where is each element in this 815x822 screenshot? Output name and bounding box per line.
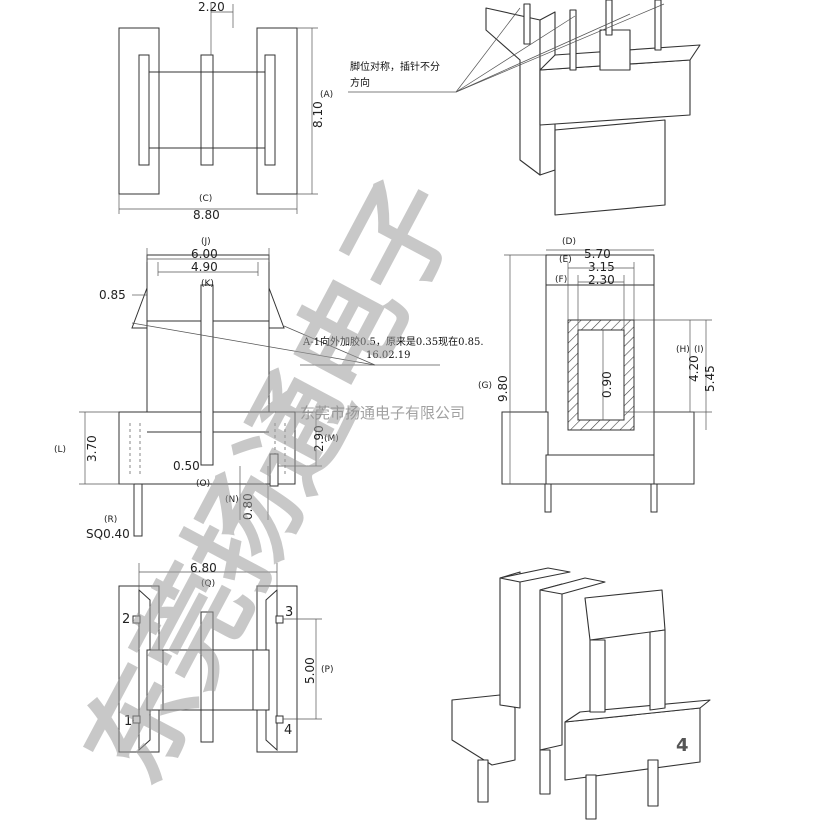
front-view: (J) 6.00 4.90 (K) 0.85 (L) 3.70 2.90 (M)… xyxy=(54,237,484,541)
page-number: 4 xyxy=(676,735,689,756)
dim-center-value: 0.90 xyxy=(600,371,614,398)
dim-Q-label: (Q) xyxy=(201,579,215,589)
change-note-line1: A-1向外加胶0.5，原来是0.35现在0.85. xyxy=(302,335,484,348)
dim-R-label: (R) xyxy=(104,515,117,525)
dim-H-value: 4.20 xyxy=(687,355,701,382)
dim-L-value: 3.70 xyxy=(85,435,99,462)
iso-view-bottom: 4 xyxy=(451,567,711,820)
dim-O-value: 0.50 xyxy=(173,459,200,473)
dim-O-label: (O) xyxy=(196,479,210,489)
dim-left-wing: 0.85 xyxy=(99,288,126,302)
bottom-view: 2 3 1 4 6.80 (Q) 5.00 (P) xyxy=(118,561,333,753)
pin-4-label: 4 xyxy=(284,723,292,738)
dim-G-label: (G) xyxy=(478,381,492,391)
dim-M-value: 2.90 xyxy=(312,425,326,452)
dim-I-label: (I) xyxy=(694,345,704,355)
pin-3-label: 3 xyxy=(285,605,293,620)
watermark-small: 东莞市扬通电子有限公司 xyxy=(300,404,465,422)
dim-P-label: (P) xyxy=(321,665,333,675)
dim-K-label: (K) xyxy=(201,279,214,289)
dim-J-label: (J) xyxy=(201,237,211,247)
dim-A-value: 8.10 xyxy=(311,101,325,128)
iso-view-top: 脚位对称，插针不分 方向 xyxy=(348,0,701,216)
dim-J-value: 6.00 xyxy=(191,247,218,261)
dim-H-label: (H) xyxy=(676,345,690,355)
dim-I-value: 5.45 xyxy=(703,365,717,392)
pin-2-label: 2 xyxy=(122,612,130,627)
symmetry-note-line2: 方向 xyxy=(350,76,370,89)
dim-P-value: 5.00 xyxy=(303,657,317,684)
dim-E-label: (E) xyxy=(559,255,572,265)
dim-F-label: (F) xyxy=(555,275,567,285)
dim-K-value: 4.90 xyxy=(191,260,218,274)
pin-1-label: 1 xyxy=(124,714,132,729)
dim-M-label: (M) xyxy=(324,434,339,444)
dim-Q-value: 6.80 xyxy=(190,561,217,575)
dim-top-width: 2.20 xyxy=(198,0,225,14)
dim-N-label: (N) xyxy=(225,495,239,505)
dim-N-value: 0.80 xyxy=(241,493,255,520)
top-view: 2.20 (A) 8.10 (C) 8.80 xyxy=(118,0,333,222)
dim-G-value: 9.80 xyxy=(496,375,510,402)
dim-C-label: (C) xyxy=(199,194,212,204)
symmetry-note-line1: 脚位对称，插针不分 xyxy=(350,60,440,73)
dim-L-label: (L) xyxy=(54,445,66,455)
dim-D-value: 5.70 xyxy=(584,247,611,261)
dim-C-value: 8.80 xyxy=(193,208,220,222)
dim-R-value: SQ0.40 xyxy=(86,527,130,541)
dim-E-value: 3.15 xyxy=(588,260,615,274)
dim-D-label: (D) xyxy=(562,237,576,247)
dim-A-label: (A) xyxy=(320,90,333,100)
side-view: (D) 5.70 (E) 3.15 (F) 2.30 (H) (I) 4.20 … xyxy=(478,237,717,513)
dim-F-value: 2.30 xyxy=(588,273,615,287)
change-note-line2: 16.02.19 xyxy=(366,350,411,361)
